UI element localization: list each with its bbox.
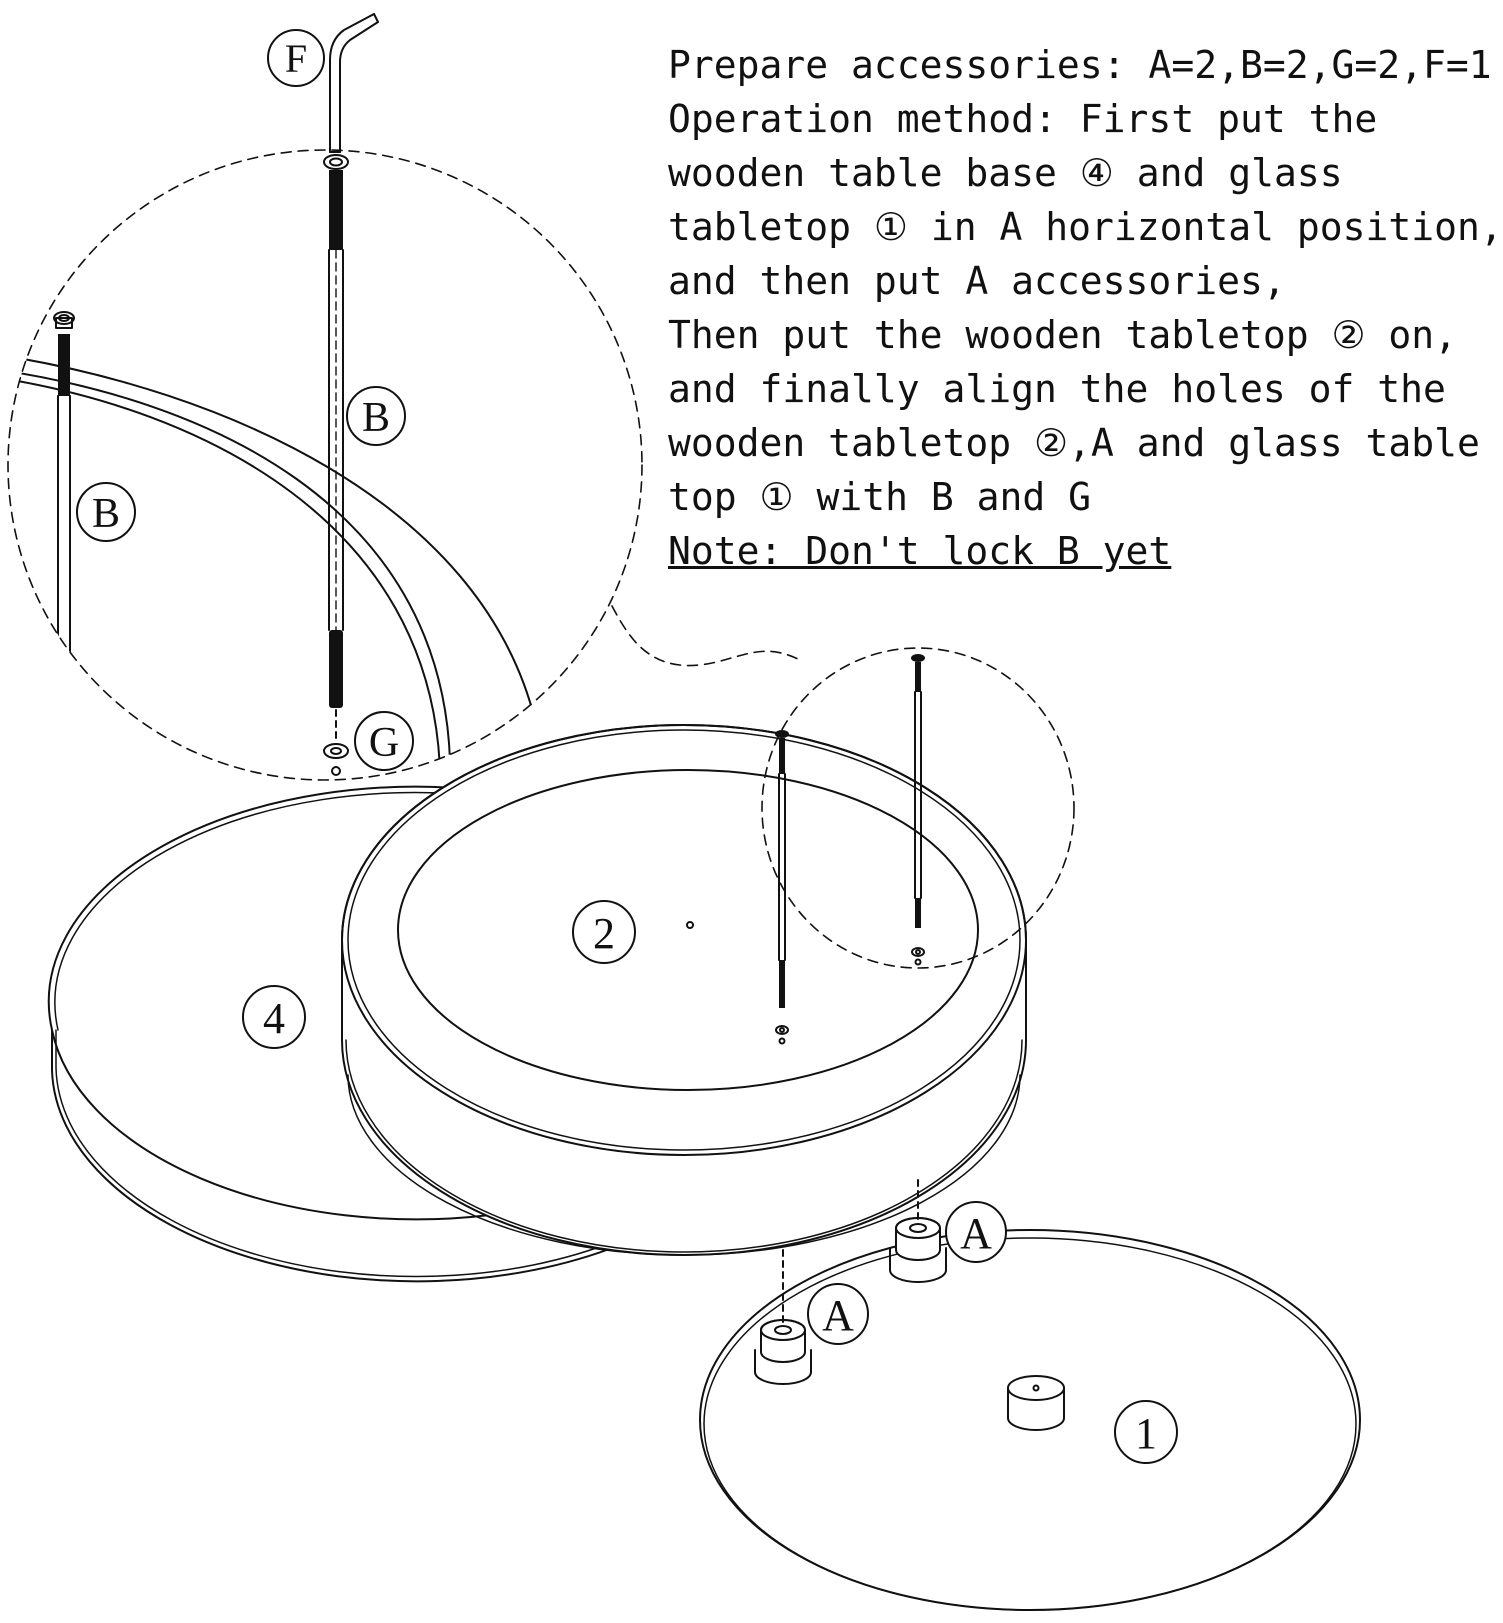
wooden-tabletop-2	[341, 724, 1027, 1256]
label-item-4: 4	[242, 985, 306, 1049]
instruction-line: top ① with B and G	[668, 475, 1091, 519]
allen-key-f	[329, 13, 379, 153]
instruction-line: wooden table base ④ and glass	[668, 151, 1343, 195]
instruction-line: tabletop ① in A horizontal position,	[668, 205, 1503, 249]
magnified-detail	[7, 149, 643, 781]
center-boss	[1007, 1375, 1065, 1431]
glass-tabletop-1	[699, 1229, 1361, 1611]
spacer-a-left	[754, 1249, 812, 1385]
label-b-main-text: B	[362, 395, 390, 441]
label-g-text: G	[369, 720, 399, 766]
label-item-2-text: 2	[593, 909, 615, 958]
label-a-right: A	[945, 1201, 1007, 1263]
label-f: F	[267, 29, 325, 87]
spacer-a-right	[889, 1179, 947, 1283]
instruction-line: and finally align the holes of the	[668, 367, 1446, 411]
instruction-line: wooden tabletop ②,A and glass table	[668, 421, 1480, 465]
label-b-main: B	[346, 386, 406, 446]
instruction-line: Operation method: First put the	[668, 97, 1378, 141]
instruction-text: Prepare accessories: A=2,B=2,G=2,F=1 Ope…	[668, 38, 1503, 578]
label-item-4-text: 4	[263, 994, 285, 1043]
detail-callout	[611, 605, 1075, 969]
label-item-2: 2	[572, 900, 636, 964]
instruction-line: and then put A accessories,	[668, 259, 1286, 303]
label-item-1-text: 1	[1135, 1409, 1157, 1458]
label-b-side-text: B	[92, 491, 120, 537]
label-item-1: 1	[1114, 1400, 1178, 1464]
instruction-line: Then put the wooden tabletop ② on,	[668, 313, 1458, 357]
instruction-line: Prepare accessories: A=2,B=2,G=2,F=1	[668, 43, 1492, 87]
assembly-illustration: F B B G A A 2 4 1	[7, 13, 1361, 1611]
label-b-side: B	[76, 482, 136, 542]
label-a-right-text: A	[960, 1209, 992, 1258]
assembly-diagram: F B B G A A 2 4 1 Prepare accessories: A…	[7, 13, 1503, 1611]
label-f-text: F	[285, 36, 307, 81]
table-base-4	[47, 785, 621, 1283]
bolt-b-front	[775, 730, 789, 1045]
label-g: G	[354, 711, 414, 771]
label-a-left: A	[807, 1283, 869, 1345]
instruction-note: Note: Don't lock B yet	[668, 529, 1172, 573]
bolt-b-back	[911, 654, 925, 966]
label-a-left-text: A	[822, 1291, 854, 1340]
